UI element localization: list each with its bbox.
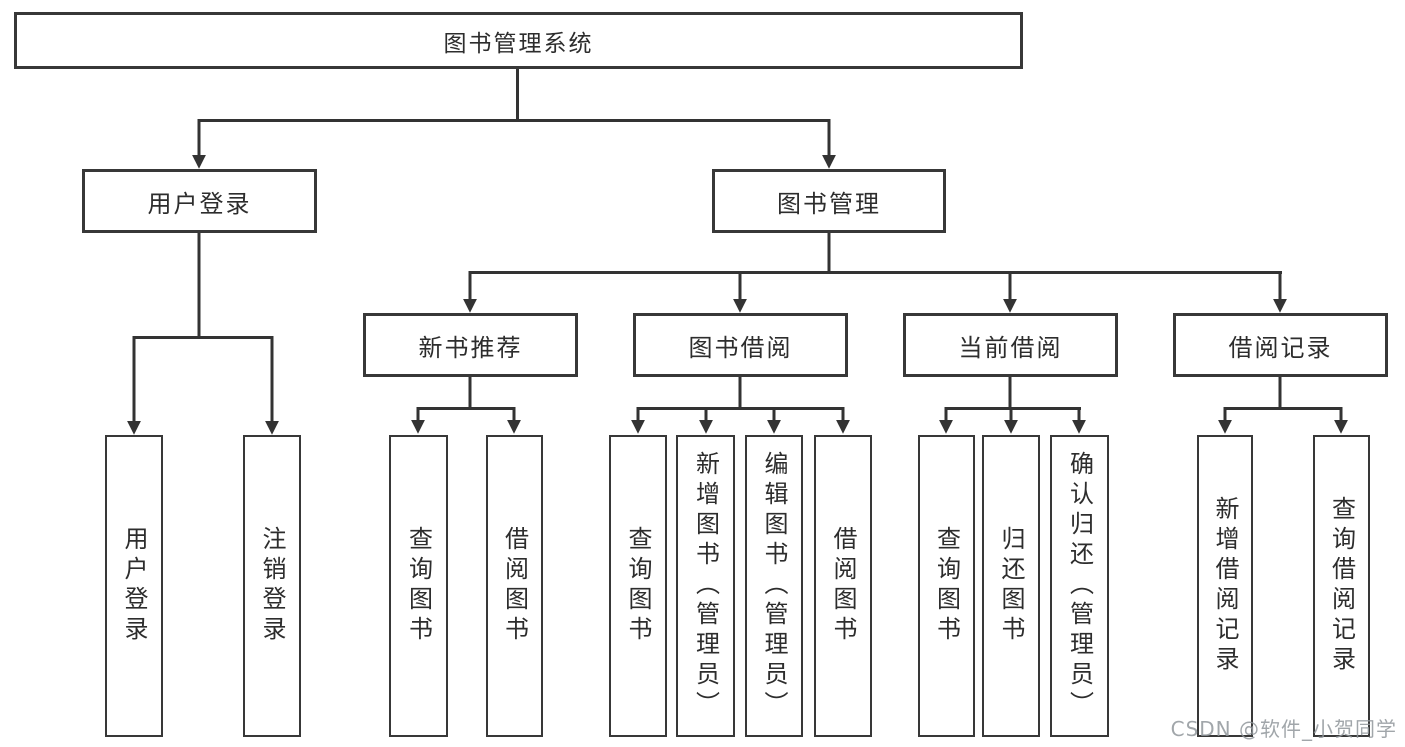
leaf-label: 确认归还（管理员） bbox=[1065, 451, 1094, 721]
leaf-user-login: 用户登录 bbox=[105, 435, 163, 737]
node-borrow-records: 借阅记录 bbox=[1173, 313, 1388, 377]
node-label: 用户登录 bbox=[147, 189, 252, 218]
node-user-login: 用户登录 bbox=[82, 169, 317, 233]
node-label: 当前借阅 bbox=[958, 333, 1063, 362]
node-label: 借阅记录 bbox=[1228, 333, 1333, 362]
leaf-query-books-borrow: 查询图书 bbox=[609, 435, 667, 737]
connector-current-borrow-children bbox=[939, 377, 1086, 434]
node-book-management: 图书管理 bbox=[712, 169, 946, 233]
leaf-add-books-admin: 新增图书（管理员） bbox=[676, 435, 735, 737]
leaf-label: 归还图书 bbox=[997, 526, 1025, 646]
leaf-confirm-return-admin: 确认归还（管理员） bbox=[1050, 435, 1109, 737]
node-current-borrowing: 当前借阅 bbox=[903, 313, 1118, 377]
leaf-label: 查询借阅记录 bbox=[1327, 496, 1356, 676]
leaf-label: 用户登录 bbox=[120, 526, 148, 646]
connector-borrow-record-children bbox=[1218, 377, 1348, 434]
node-new-book-recommend: 新书推荐 bbox=[363, 313, 578, 377]
node-label: 新书推荐 bbox=[418, 333, 523, 362]
leaf-borrow-books-recommend: 借阅图书 bbox=[486, 435, 543, 737]
node-label: 图书管理系统 bbox=[443, 30, 594, 57]
connector-user-login-children bbox=[127, 233, 279, 435]
leaf-label: 编辑图书（管理员） bbox=[760, 451, 788, 721]
node-library-system: 图书管理系统 bbox=[14, 12, 1023, 69]
node-label: 图书借阅 bbox=[688, 333, 793, 362]
leaf-add-borrow-record: 新增借阅记录 bbox=[1197, 435, 1253, 737]
leaf-label: 查询图书 bbox=[404, 526, 433, 646]
leaf-logout: 注销登录 bbox=[243, 435, 301, 737]
leaf-edit-books-admin: 编辑图书（管理员） bbox=[745, 435, 803, 737]
leaf-label: 借阅图书 bbox=[829, 526, 857, 646]
node-label: 图书管理 bbox=[777, 189, 881, 218]
connector-new-book-children bbox=[411, 377, 521, 434]
leaf-label: 新增图书（管理员） bbox=[691, 451, 720, 721]
leaf-label: 注销登录 bbox=[258, 526, 286, 646]
connector-book-borrow-children bbox=[631, 377, 850, 434]
csdn-watermark: CSDN @软件_小贺同学 bbox=[1170, 717, 1397, 741]
leaf-query-borrow-record: 查询借阅记录 bbox=[1313, 435, 1370, 737]
leaf-return-books: 归还图书 bbox=[982, 435, 1040, 737]
node-book-borrowing: 图书借阅 bbox=[633, 313, 848, 377]
connector-root-to-level2 bbox=[192, 69, 836, 169]
leaf-label: 查询图书 bbox=[624, 526, 652, 646]
leaf-label: 借阅图书 bbox=[500, 526, 529, 646]
leaf-query-books-recommend: 查询图书 bbox=[389, 435, 448, 737]
leaf-label: 查询图书 bbox=[932, 526, 961, 646]
leaf-label: 新增借阅记录 bbox=[1211, 496, 1239, 676]
leaf-borrow-books: 借阅图书 bbox=[814, 435, 872, 737]
leaf-query-books-current: 查询图书 bbox=[918, 435, 975, 737]
connector-book-mgmt-to-level3 bbox=[463, 233, 1287, 313]
